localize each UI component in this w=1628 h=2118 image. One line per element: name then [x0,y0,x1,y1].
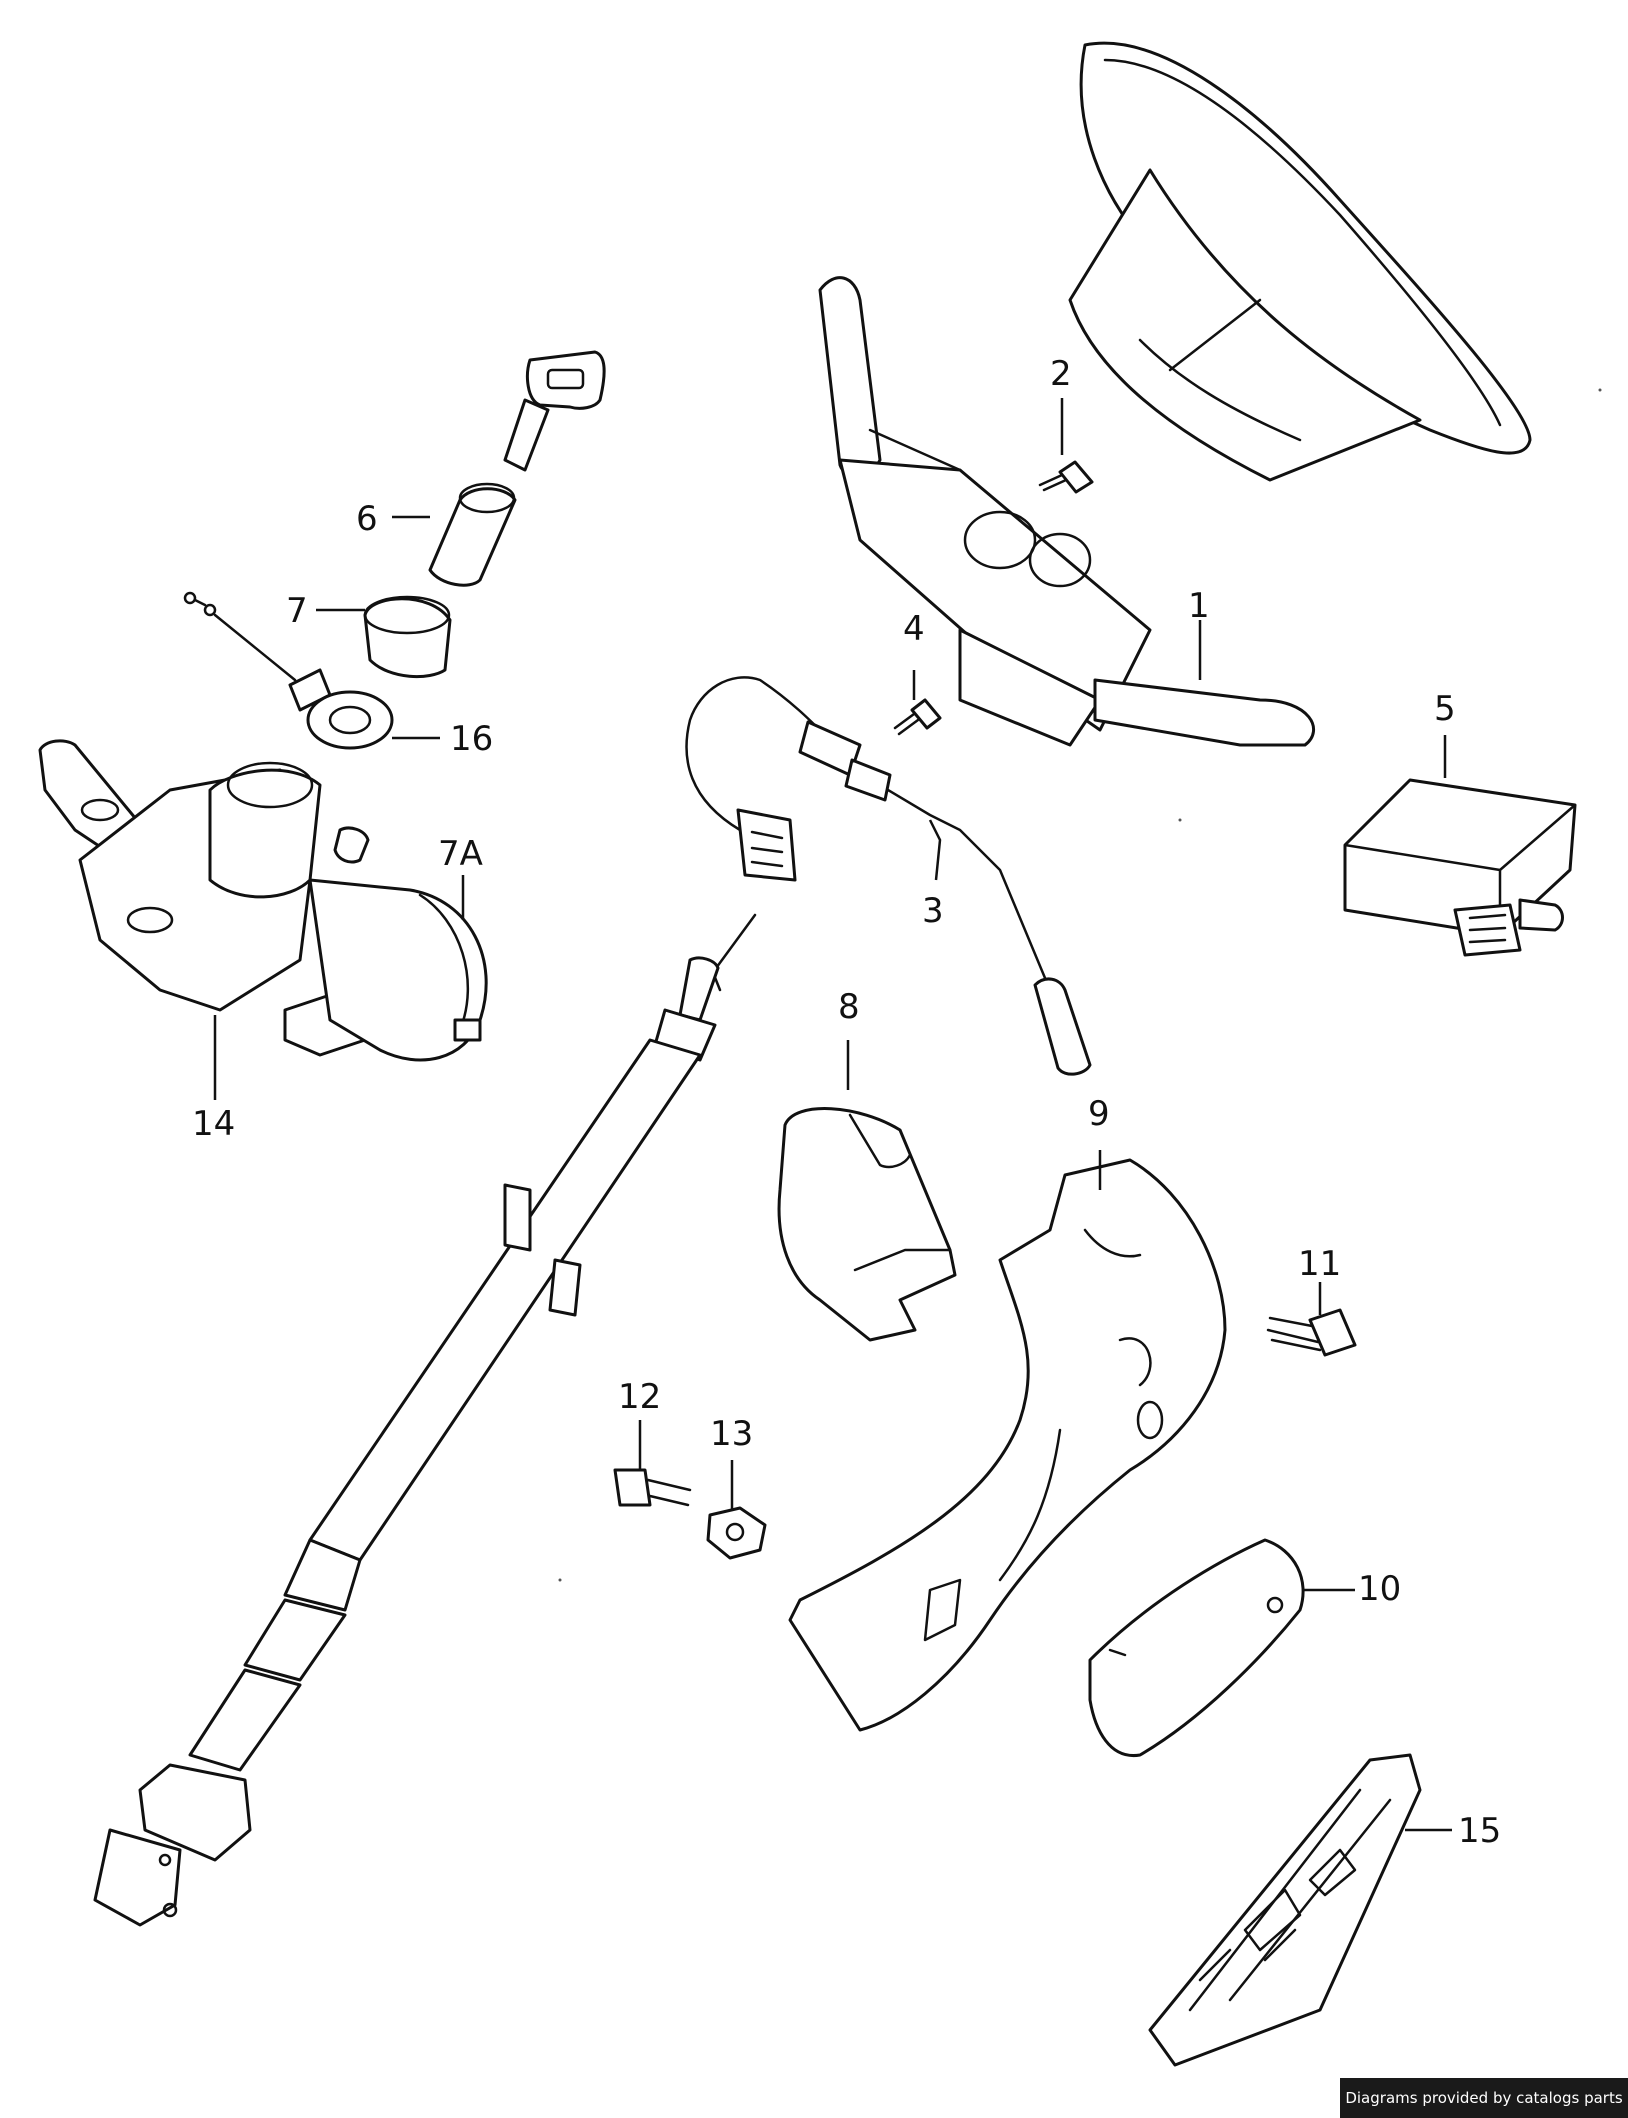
scan-speckles [558,388,1602,1582]
callout-labels: 1 2 3 4 5 6 7 7A 8 9 10 11 12 13 14 15 1… [192,354,1501,1851]
callout-1: 1 [1188,586,1210,626]
callout-2: 2 [1050,354,1072,394]
trim-piece-10 [1088,1538,1305,1757]
switch-7a [308,826,488,1062]
control-module-15 [1148,1753,1422,2067]
nut-13 [706,1506,767,1560]
callout-4: 4 [903,609,925,649]
steering-column [93,956,720,1927]
callout-14: 14 [192,1104,235,1144]
callout-13: 13 [710,1414,753,1454]
callout-15: 15 [1458,1811,1501,1851]
callout-12: 12 [618,1377,661,1417]
callout-8: 8 [838,987,860,1027]
leader-lines [213,398,1452,1832]
screw-4 [893,698,942,736]
bolt-12 [613,1468,692,1507]
combination-switch [818,276,1316,747]
credit-footer: Diagrams provided by catalogs parts [1340,2078,1628,2118]
callout-6: 6 [356,499,378,539]
callout-9: 9 [1088,1094,1110,1134]
callout-7: 7 [286,591,308,631]
callout-3: 3 [922,891,944,931]
switch-16 [183,591,394,750]
ignition-key [503,350,606,472]
cover-8 [777,1107,957,1342]
callout-16: 16 [450,719,493,759]
lower-trim-9 [788,1158,1227,1732]
control-unit-5 [1343,778,1577,957]
callout-7a: 7A [438,834,483,874]
callout-11: 11 [1298,1244,1341,1284]
lock-cylinder-6 [428,482,517,587]
steering-wheel [1068,41,1532,482]
lock-housing-14 [38,739,367,1057]
callout-10: 10 [1358,1569,1401,1609]
callout-5: 5 [1434,689,1456,729]
wiring-harness-3 [685,676,1092,1076]
bolt-11 [1266,1308,1357,1357]
screw-2 [1038,460,1094,494]
ring-7 [363,595,452,679]
